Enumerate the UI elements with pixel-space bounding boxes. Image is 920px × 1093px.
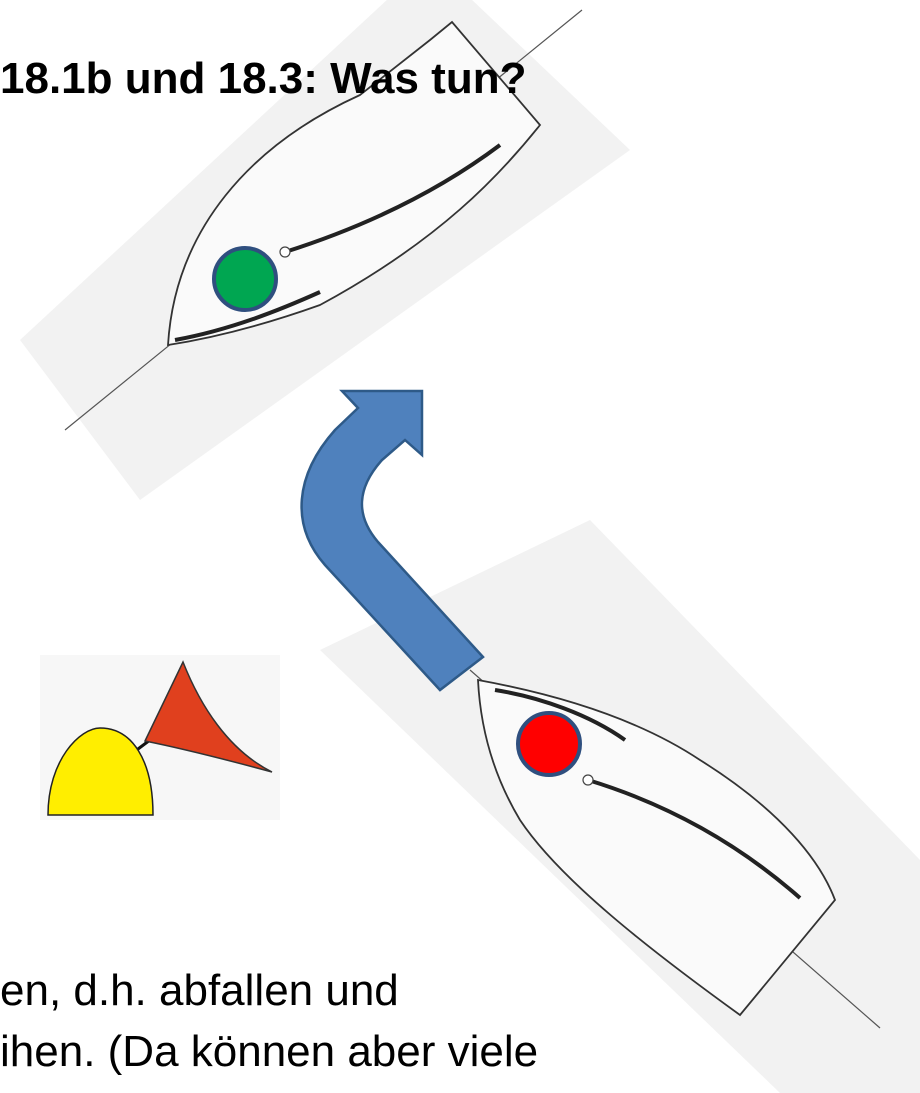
- upper-boat-mast: [279, 246, 291, 258]
- luffing-arrow: [300, 389, 485, 692]
- mark-buoy-icon: [47, 727, 154, 816]
- upper-boat-jib: [174, 290, 321, 342]
- mark-flag-icon: [143, 660, 273, 773]
- lower-boat-mainsail: [587, 778, 802, 900]
- lower-boat-mast: [582, 774, 594, 786]
- lower-boat-jib: [494, 688, 627, 742]
- body-text-line-2: ihen. (Da können aber viele: [0, 1027, 538, 1076]
- green-boat-marker: [212, 246, 278, 312]
- slide-title: 18.1b und 18.3: Was tun?: [0, 54, 526, 103]
- red-boat-marker: [516, 711, 582, 777]
- upper-boat-mainsail: [284, 143, 502, 254]
- body-text-line-1: en, d.h. abfallen und: [0, 966, 399, 1015]
